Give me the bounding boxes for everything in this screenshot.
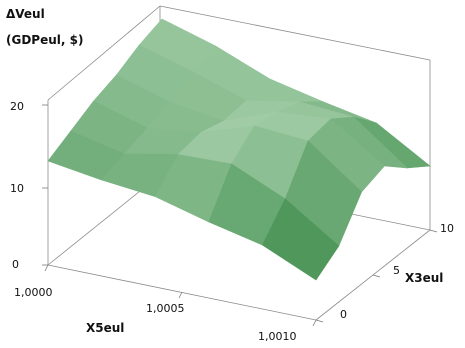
y-tick-label: 5 xyxy=(393,264,400,277)
y-tick-mark xyxy=(372,274,381,278)
x-tick-label: 1,0010 xyxy=(258,330,297,343)
x-tick-mark xyxy=(44,264,49,272)
z-axis-title-line2: (GDPeul, $) xyxy=(6,33,83,47)
tick-marks xyxy=(42,104,438,327)
top-left-edge xyxy=(47,5,161,101)
surface-patch xyxy=(262,198,340,281)
y-tick-label: 0 xyxy=(340,308,347,321)
x-tick-label: 1,0005 xyxy=(146,302,185,315)
y-tick-label: 10 xyxy=(440,222,454,235)
y-tick-mark xyxy=(315,319,324,323)
y-axis-title: X3eul xyxy=(405,271,443,285)
z-tick-label: 10 xyxy=(10,182,24,195)
x-tick-label: 1,0000 xyxy=(14,286,53,299)
z-tick-label: 0 xyxy=(12,258,19,271)
x-tick-mark xyxy=(312,319,317,327)
z-axis-title-line1: ΔVeul xyxy=(6,7,45,21)
z-tick-label: 20 xyxy=(10,100,24,113)
x-tick-mark xyxy=(178,291,183,299)
back-top-edge xyxy=(159,5,431,61)
x-axis-title: X5eul xyxy=(86,321,124,335)
y-tick-mark xyxy=(429,229,438,233)
surface-mesh xyxy=(47,18,431,281)
